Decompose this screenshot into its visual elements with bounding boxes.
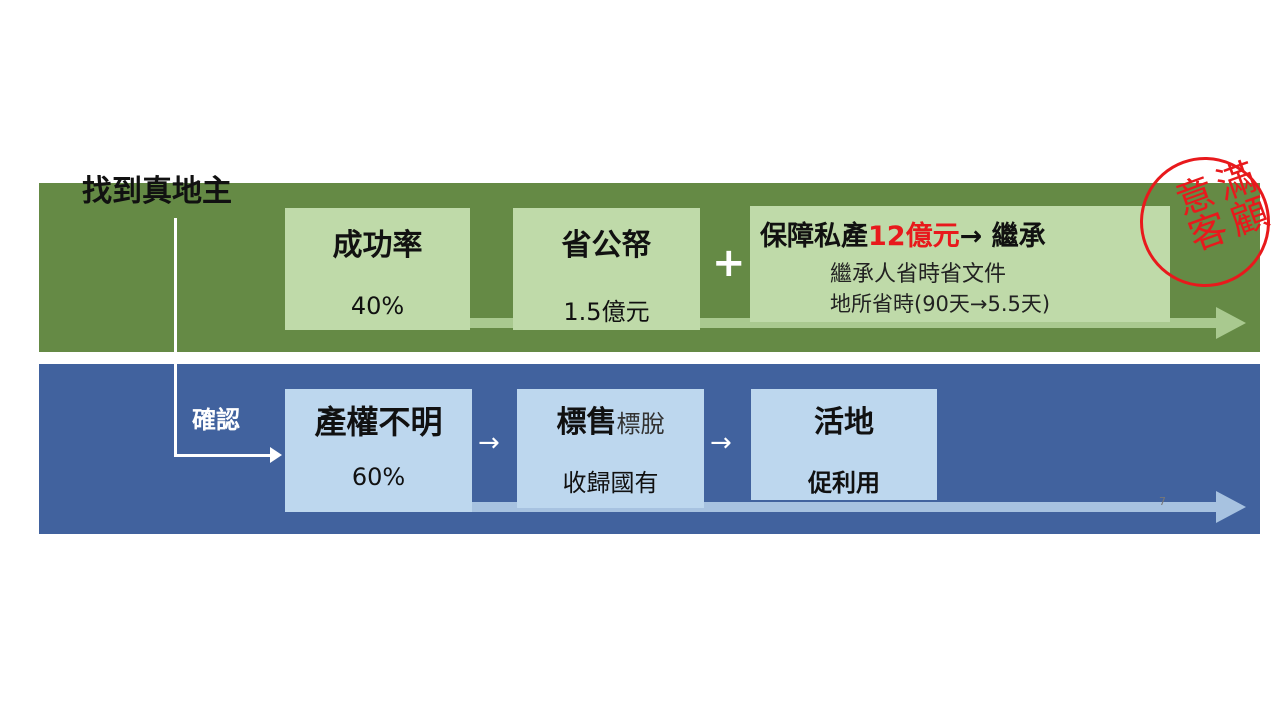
box-title: 活地: [814, 405, 874, 440]
box-title: 標售標脫: [517, 397, 704, 441]
box-value: 40%: [350, 292, 405, 320]
arrow-head-icon: [270, 447, 282, 463]
page-title: 找到真地主: [82, 174, 232, 209]
guarantee-suffix: → 繼承: [959, 221, 1046, 252]
plus-sign: +: [712, 240, 746, 286]
arrow-head-icon: [1216, 491, 1246, 523]
green-progress-arrow: [470, 318, 1218, 328]
arrow-head-icon: [1216, 307, 1246, 339]
blue-progress-arrow: [472, 502, 1218, 512]
box-value: 1.5億元: [563, 298, 650, 326]
guarantee-prefix: 保障私產: [760, 221, 868, 252]
guarantee-line1: 繼承人省時省文件: [830, 262, 1007, 287]
connector-line: [174, 218, 177, 457]
box-title: 產權不明: [314, 403, 443, 441]
stamp-text: 滿顧意客: [1164, 155, 1273, 258]
box-title: 省公帑: [561, 228, 652, 263]
guarantee-box: 保障私產12億元→ 繼承 繼承人省時省文件 地所省時(90天→5.5天): [750, 206, 1170, 322]
box-value: 收歸國有: [562, 469, 659, 497]
unclear-ownership-box: 產權不明 60%: [285, 389, 472, 512]
box-title-main: 標售: [556, 405, 617, 440]
box-title-small: 標脫: [616, 410, 665, 438]
guarantee-heading: 保障私產12億元→ 繼承: [760, 214, 1046, 253]
connector-line: [174, 454, 272, 457]
confirm-label: 確認: [192, 406, 240, 434]
box-title: 成功率: [332, 228, 423, 263]
success-rate-box: 成功率 40%: [285, 208, 470, 330]
save-funds-box: 省公帑 1.5億元: [513, 208, 700, 330]
page-number: 7: [1159, 495, 1166, 508]
flow-arrow: →: [710, 428, 732, 458]
box-value: 促利用: [808, 469, 880, 497]
box-value: 60%: [351, 463, 406, 491]
guarantee-amount: 12億元: [868, 221, 960, 252]
flow-arrow: →: [478, 428, 500, 458]
guarantee-line2: 地所省時(90天→5.5天): [830, 292, 1051, 316]
auction-box: 標售標脫 收歸國有: [517, 389, 704, 508]
land-use-box: 活地 促利用: [751, 389, 937, 500]
